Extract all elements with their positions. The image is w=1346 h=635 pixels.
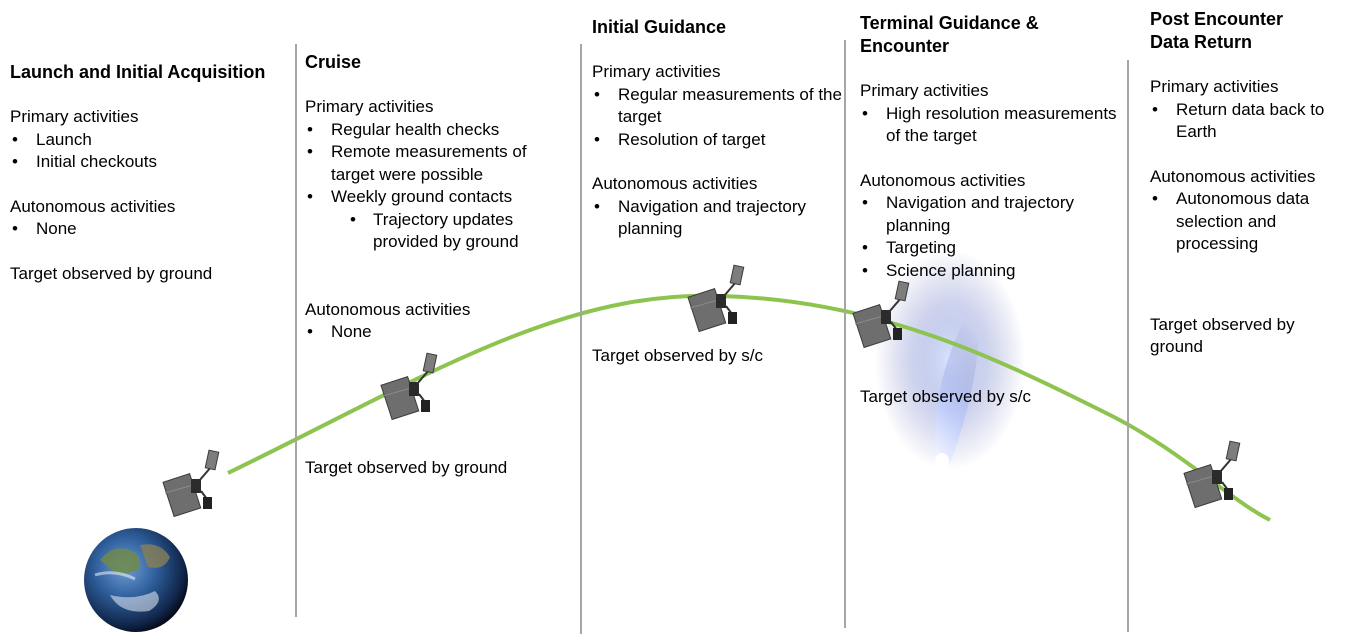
- primary-activities-list: Regular measurements of the target Resol…: [592, 84, 842, 152]
- phase-divider: [295, 44, 297, 617]
- observation-text: Target observed by s/c: [860, 387, 1032, 406]
- primary-activities-label: Primary activities: [305, 97, 434, 116]
- list-item: High resolution measurements of the targ…: [860, 103, 1126, 148]
- primary-activities-label: Primary activities: [860, 81, 989, 100]
- list-item: Remote measurements of target were possi…: [305, 141, 556, 186]
- autonomous-activities-list: Navigation and trajectory planning Targe…: [860, 192, 1125, 282]
- spacecraft-icon: [1182, 440, 1241, 509]
- phase-divider: [1127, 60, 1129, 632]
- autonomous-activities-label: Autonomous activities: [860, 170, 1026, 190]
- phase-initial-guidance: Initial Guidance Primary activities Regu…: [592, 16, 842, 367]
- list-item: Science planning: [860, 260, 1125, 283]
- autonomous-activities-label: Autonomous activities: [10, 196, 176, 216]
- autonomous-activities-list: None: [305, 321, 577, 344]
- phase-cruise: Cruise Primary activities Regular health…: [305, 51, 577, 479]
- autonomous-activities-list: None: [10, 218, 295, 241]
- list-item: Autonomous data selection and processing: [1150, 188, 1326, 256]
- list-subitem: Trajectory updates provided by ground: [305, 209, 553, 254]
- trajectory-path: [227, 293, 1271, 522]
- list-item: Targeting: [860, 237, 1125, 260]
- phase-divider: [844, 40, 846, 628]
- list-item: Regular measurements of the target: [592, 84, 842, 129]
- autonomous-activities-label: Autonomous activities: [592, 174, 758, 193]
- list-item: Navigation and trajectory planning: [592, 196, 842, 241]
- phase-divider: [580, 44, 582, 634]
- primary-activities-label: Primary activities: [592, 62, 721, 81]
- autonomous-activities-list: Navigation and trajectory planning: [592, 196, 842, 241]
- list-item: Return data back to Earth: [1150, 99, 1341, 144]
- list-item: None: [10, 218, 295, 241]
- phase-launch: Launch and Initial Acquisition Primary a…: [10, 61, 295, 285]
- list-item: Resolution of target: [592, 129, 842, 152]
- earth-icon: [84, 528, 188, 632]
- observation-text: Target observed by s/c: [592, 345, 764, 365]
- phase-title: Terminal Guidance & Encounter: [860, 13, 1039, 56]
- observation-text: Target observed by ground: [305, 457, 508, 477]
- phase-post-encounter: Post Encounter Data Return Primary activ…: [1150, 8, 1340, 359]
- phase-title: Launch and Initial Acquisition: [10, 62, 266, 82]
- list-item: Navigation and trajectory planning: [860, 192, 1126, 237]
- list-item: None: [305, 321, 577, 344]
- list-item: Initial checkouts: [10, 151, 295, 174]
- list-item: Launch: [10, 129, 295, 152]
- primary-activities-label: Primary activities: [1150, 77, 1279, 96]
- comet-icon: [875, 250, 1025, 471]
- spacecraft-icon: [161, 449, 220, 518]
- primary-activities-list: High resolution measurements of the targ…: [860, 103, 1125, 148]
- autonomous-activities-label: Autonomous activities: [1150, 166, 1316, 186]
- autonomous-activities-list: Autonomous data selection and processing: [1150, 188, 1340, 256]
- phase-title: Cruise: [305, 52, 362, 72]
- primary-activities-list: Return data back to Earth: [1150, 99, 1340, 144]
- phase-title: Initial Guidance: [592, 17, 727, 37]
- primary-activities-list: Launch Initial checkouts: [10, 129, 295, 174]
- observation-text: Target observed by ground: [1150, 314, 1295, 357]
- primary-activities-label: Primary activities: [10, 107, 139, 126]
- observation-text: Target observed by ground: [10, 263, 213, 283]
- primary-activities-list: Regular health checks Remote measurement…: [305, 119, 577, 254]
- autonomous-activities-label: Autonomous activities: [305, 299, 471, 319]
- phase-terminal-guidance: Terminal Guidance & Encounter Primary ac…: [860, 12, 1125, 409]
- list-item: Weekly ground contacts: [305, 186, 577, 209]
- phase-title: Post Encounter Data Return: [1150, 9, 1284, 52]
- list-item: Regular health checks: [305, 119, 577, 142]
